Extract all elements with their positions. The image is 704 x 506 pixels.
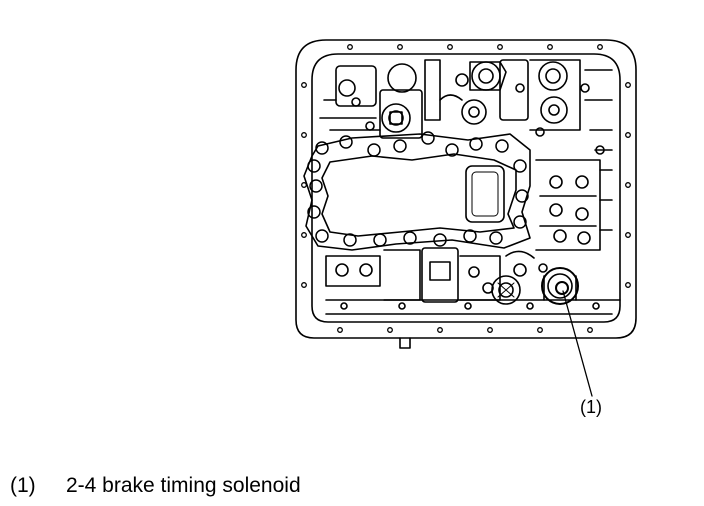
brake-timing-solenoid	[541, 267, 579, 305]
legend-item: (1) 2-4 brake timing solenoid	[10, 474, 301, 498]
callout-leader-line	[562, 290, 593, 397]
upper-valve-body-components	[319, 59, 613, 155]
separator-plate-window	[321, 153, 517, 237]
separator-plate-outline	[303, 133, 531, 251]
valve-body-bolts	[307, 131, 529, 247]
drain-plug	[399, 337, 411, 349]
right-valve-stack	[535, 159, 613, 251]
oil-pan-inner-wall	[311, 53, 621, 323]
legend-item-number: (1)	[10, 474, 36, 497]
flange-bolt-holes	[301, 44, 631, 333]
legend-item-text: 2-4 brake timing solenoid	[66, 474, 301, 497]
oil-strainer-screen-inner	[471, 171, 499, 217]
callout-label: (1)	[580, 397, 602, 417]
oil-pan-outer-flange	[295, 39, 637, 339]
oil-strainer-screen	[465, 165, 505, 223]
